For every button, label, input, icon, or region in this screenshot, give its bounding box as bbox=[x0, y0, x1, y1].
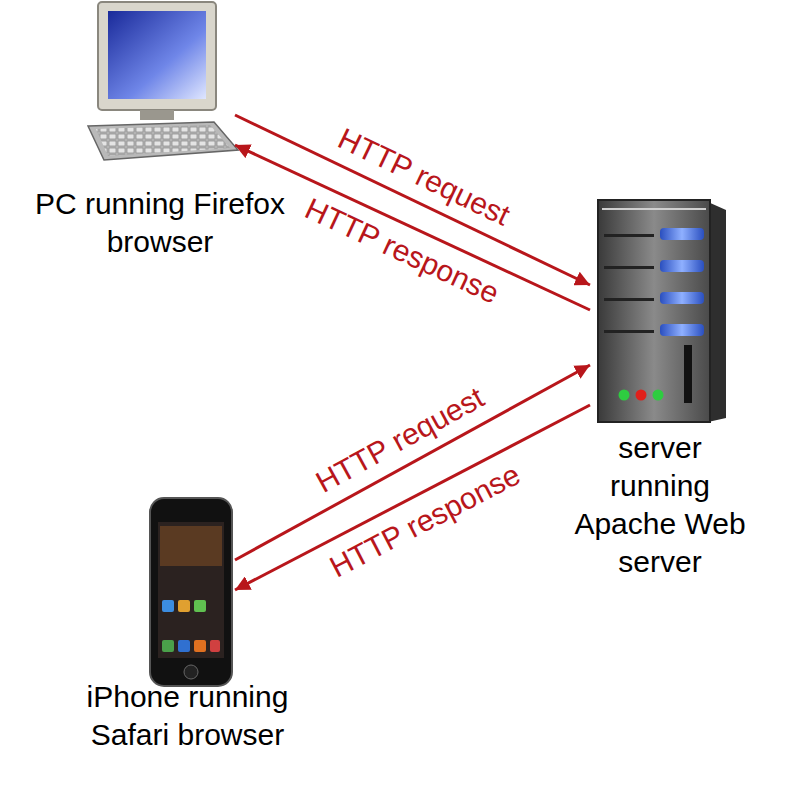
device-caption: server running Apache Web server bbox=[568, 429, 753, 581]
server-icon bbox=[598, 200, 726, 422]
pc-node: PC running Firefox browser bbox=[85, 0, 235, 160]
pc-icon bbox=[88, 2, 238, 160]
device-caption: iPhone running Safari browser bbox=[68, 678, 308, 754]
iphone-node: iPhone running Safari browser bbox=[140, 495, 235, 690]
server-node: server running Apache Web server bbox=[590, 195, 730, 425]
device-caption: PC running Firefox browser bbox=[30, 185, 290, 261]
iphone-icon bbox=[150, 498, 232, 686]
